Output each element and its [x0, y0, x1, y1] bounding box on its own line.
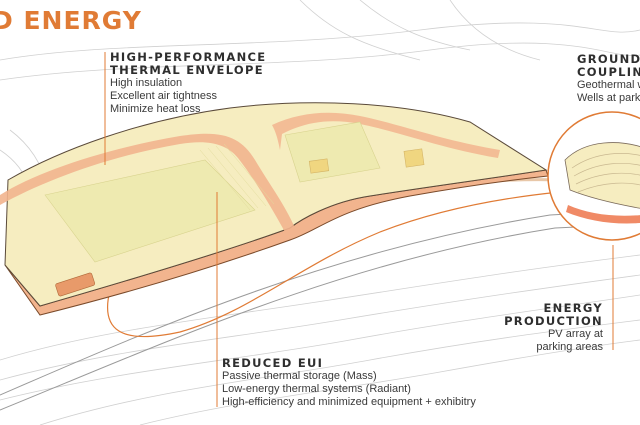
energy-production-label: ENERGY PRODUCTION PV array at parking ar… [470, 302, 603, 354]
thermal-envelope-label: HIGH-PERFORMANCE THERMAL ENVELOPE High i… [110, 51, 266, 116]
thermal-envelope-line: Excellent air tightness [110, 90, 217, 102]
page-title: D ENERGY [0, 6, 142, 35]
thermal-envelope-line: High insulation [110, 77, 183, 89]
thermal-envelope-band-right [272, 112, 500, 158]
site-boundary-line [106, 191, 561, 338]
reduced-eui-label: REDUCED EUI Passive thermal storage (Mas… [222, 357, 476, 409]
reduced-eui-heading: REDUCED EUI [222, 356, 324, 370]
pv-array [44, 121, 381, 263]
ground-coupling-line: Geothermal w [577, 79, 640, 91]
ground-coupling-callout [547, 111, 640, 241]
reduced-eui-line: Passive thermal storage (Mass) [222, 370, 377, 382]
thermal-envelope-line: Minimize heat loss [110, 103, 201, 115]
ground-coupling-line: Wells at parki [577, 92, 640, 104]
energy-production-heading-2: PRODUCTION [504, 314, 603, 328]
skylights [308, 148, 425, 174]
leader-lines [104, 52, 614, 407]
thermal-envelope-heading-2: THERMAL ENVELOPE [110, 63, 264, 77]
road-lines [0, 209, 640, 411]
thermal-envelope-heading-1: HIGH-PERFORMANCE [110, 50, 267, 64]
ground-coupling-heading-1: GROUND [577, 52, 640, 66]
energy-production-line: PV array at [547, 328, 603, 340]
energy-production-line: parking areas [536, 341, 603, 353]
energy-production-heading-1: ENERGY [543, 301, 603, 315]
pv-panel-lines [199, 143, 275, 211]
entry-canopy [55, 272, 96, 297]
reduced-eui-line: High-efficiency and minimized equipment … [222, 396, 476, 408]
reduced-eui-line: Low-energy thermal systems (Radiant) [222, 383, 411, 395]
